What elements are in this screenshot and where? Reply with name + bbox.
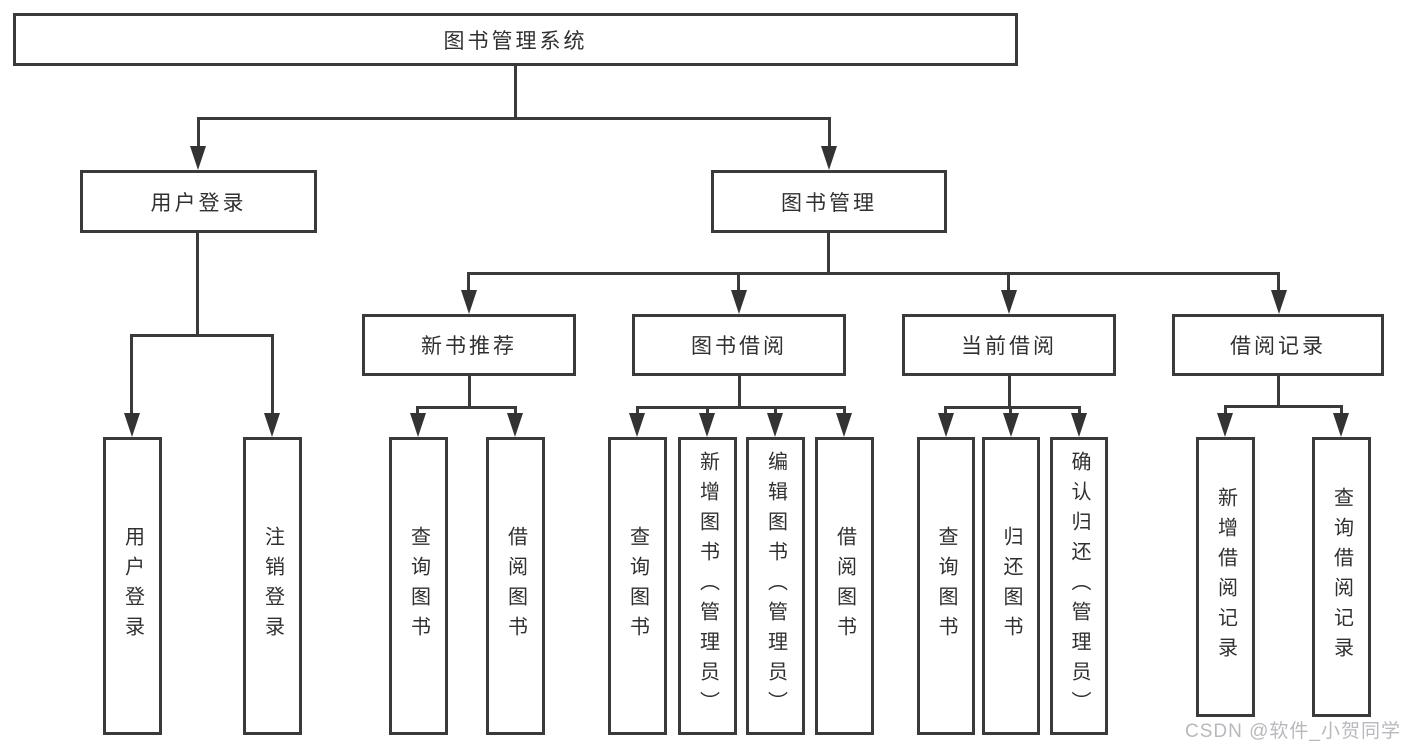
arrow-down-icon: [1333, 413, 1349, 437]
node-label: 图书管理: [781, 191, 877, 215]
leaf-add-borrow-record: 新增借阅记录: [1196, 437, 1255, 717]
connector-line: [1007, 272, 1010, 294]
arrow-down-icon: [410, 413, 426, 437]
arrow-down-icon: [507, 413, 523, 437]
connector-line: [737, 272, 740, 294]
connector-line: [1078, 406, 1081, 416]
leaf-query-book-1: 查询图书: [389, 437, 448, 735]
node-label: 新增图书（管理员）: [696, 451, 719, 721]
connector-line: [467, 272, 470, 294]
connector-line: [1340, 405, 1343, 416]
node-label: 新书推荐: [421, 335, 517, 358]
csdn-watermark: CSDN @软件_小贺同学: [1185, 721, 1401, 742]
arrow-down-icon: [731, 290, 747, 314]
connector-line: [1277, 272, 1280, 294]
leaf-edit-book-admin: 编辑图书（管理员）: [746, 437, 805, 735]
connector-line: [514, 406, 517, 416]
connector-line: [774, 406, 777, 416]
arrow-down-icon: [190, 146, 206, 170]
connector-line: [196, 233, 199, 337]
connector-line: [738, 376, 741, 409]
connector-line: [944, 406, 1081, 409]
arrow-down-icon: [938, 413, 954, 437]
leaf-user-login: 用户登录: [103, 437, 162, 735]
connector-line: [271, 334, 274, 415]
node-label: 新增借阅记录: [1214, 487, 1237, 667]
connector-line: [828, 117, 831, 150]
arrow-down-icon: [264, 413, 280, 437]
arrow-down-icon: [1001, 290, 1017, 314]
arrow-down-icon: [629, 413, 645, 437]
connector-line: [197, 117, 200, 150]
connector-line: [1277, 376, 1280, 408]
connector-line: [1009, 406, 1012, 416]
connector-line: [130, 334, 274, 337]
node-label: 确认归还（管理员）: [1068, 451, 1090, 721]
leaf-borrow-book-1: 借阅图书: [486, 437, 545, 735]
node-user-login: 用户登录: [80, 170, 317, 233]
node-borrow-records: 借阅记录: [1172, 314, 1384, 376]
node-label: 用户登录: [150, 191, 247, 215]
connector-line: [843, 406, 846, 416]
node-label: 图书借阅: [691, 335, 787, 358]
connector-line: [197, 117, 831, 120]
node-new-book-recommend: 新书推荐: [362, 314, 576, 376]
connector-line: [827, 233, 830, 275]
arrow-down-icon: [1217, 413, 1233, 437]
arrow-down-icon: [767, 413, 783, 437]
connector-line: [130, 334, 133, 415]
connector-line: [1008, 376, 1011, 409]
node-label: 注销登录: [261, 526, 284, 646]
node-label: 当前借阅: [961, 335, 1057, 358]
connector-line: [514, 66, 517, 120]
arrow-down-icon: [1071, 413, 1087, 437]
node-label: 用户登录: [121, 526, 144, 646]
node-root: 图书管理系统: [13, 13, 1018, 66]
arrow-down-icon: [836, 413, 852, 437]
connector-line: [467, 272, 1280, 275]
leaf-confirm-return-admin: 确认归还（管理员）: [1050, 437, 1108, 735]
connector-line: [944, 406, 947, 416]
arrow-down-icon: [124, 413, 140, 437]
connector-line: [706, 406, 709, 416]
arrow-down-icon: [1271, 290, 1287, 314]
node-label: 编辑图书（管理员）: [764, 451, 787, 721]
leaf-query-book-3: 查询图书: [917, 437, 975, 735]
leaf-query-borrow-record: 查询借阅记录: [1312, 437, 1371, 717]
node-label: 归还图书: [1000, 526, 1022, 646]
connector-line: [468, 376, 471, 409]
node-current-borrow: 当前借阅: [902, 314, 1116, 376]
node-label: 查询图书: [935, 526, 957, 646]
leaf-return-book: 归还图书: [982, 437, 1040, 735]
leaf-add-book-admin: 新增图书（管理员）: [678, 437, 737, 735]
node-label: 查询图书: [407, 526, 430, 646]
leaf-borrow-book-2: 借阅图书: [815, 437, 874, 735]
node-label: 查询图书: [626, 526, 649, 646]
connector-line: [416, 406, 517, 409]
connector-line: [416, 406, 419, 416]
arrow-down-icon: [461, 290, 477, 314]
node-label: 借阅图书: [833, 526, 856, 646]
node-label: 查询借阅记录: [1330, 487, 1353, 667]
node-label: 借阅图书: [504, 526, 527, 646]
arrow-down-icon: [1003, 413, 1019, 437]
connector-line: [1224, 405, 1343, 408]
node-book-management: 图书管理: [711, 170, 947, 233]
connector-line: [636, 406, 639, 416]
node-label: 借阅记录: [1230, 335, 1326, 358]
node-label: 图书管理系统: [443, 29, 588, 53]
arrow-down-icon: [821, 146, 837, 170]
node-book-borrow: 图书借阅: [632, 314, 846, 376]
leaf-query-book-2: 查询图书: [608, 437, 667, 735]
connector-line: [1224, 405, 1227, 416]
arrow-down-icon: [699, 413, 715, 437]
leaf-logout: 注销登录: [243, 437, 302, 735]
connector-line: [636, 406, 846, 409]
